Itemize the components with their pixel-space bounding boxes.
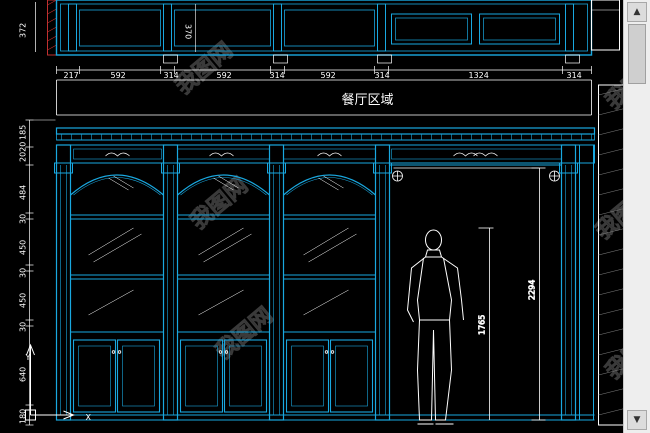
dim-label: 2294 xyxy=(528,280,537,300)
dim-label: 450 xyxy=(19,293,28,308)
scroll-thumb[interactable] xyxy=(628,24,646,84)
dim-label: 484 xyxy=(19,185,28,200)
dim-label: 1765 xyxy=(478,315,487,335)
dim-label: 1324 xyxy=(469,71,489,80)
vertical-scrollbar[interactable]: ▲ ▼ xyxy=(623,0,650,433)
dim-label: 30 xyxy=(19,214,28,224)
dim-label: 314 xyxy=(375,71,390,80)
dim-label: 30 xyxy=(19,322,28,332)
dim-label: 314 xyxy=(164,71,179,80)
dim-label: 314 xyxy=(567,71,582,80)
dim-label: 185 xyxy=(19,125,28,140)
human-figure xyxy=(406,229,464,425)
upper-elevation xyxy=(47,0,620,64)
dim-label: 372 xyxy=(19,23,28,38)
top-dimension-chain: 217 592 314 592 314 592 314 1324 314 372… xyxy=(19,2,592,80)
dim-label: 592 xyxy=(111,71,126,80)
dim-label: 592 xyxy=(217,71,232,80)
dim-label: 640 xyxy=(19,367,28,382)
dim-label: 314 xyxy=(270,71,285,80)
left-dimension-chain: 2020 185 484 30 450 30 450 30 640 180 xyxy=(19,119,56,426)
dim-label: 217 xyxy=(64,71,79,80)
dim-label: 2020 xyxy=(19,142,28,162)
dim-label: 30 xyxy=(19,268,28,278)
dim-label: 592 xyxy=(321,71,336,80)
room-label-band: 餐厅区域 xyxy=(56,79,627,426)
scroll-up-icon[interactable]: ▲ xyxy=(627,2,647,22)
dim-label: 370 xyxy=(184,24,193,39)
cabinet-elevation xyxy=(54,127,596,421)
dim-label: 450 xyxy=(19,240,28,255)
room-label: 餐厅区域 xyxy=(342,92,394,108)
ucs-y-label: Y xyxy=(25,353,31,362)
ucs-icon xyxy=(25,343,75,421)
ucs-x-label: X xyxy=(86,413,92,422)
dim-label: 180 xyxy=(19,409,28,424)
door-opening: 2294 1765 xyxy=(393,167,546,421)
scroll-down-icon[interactable]: ▼ xyxy=(627,410,647,430)
